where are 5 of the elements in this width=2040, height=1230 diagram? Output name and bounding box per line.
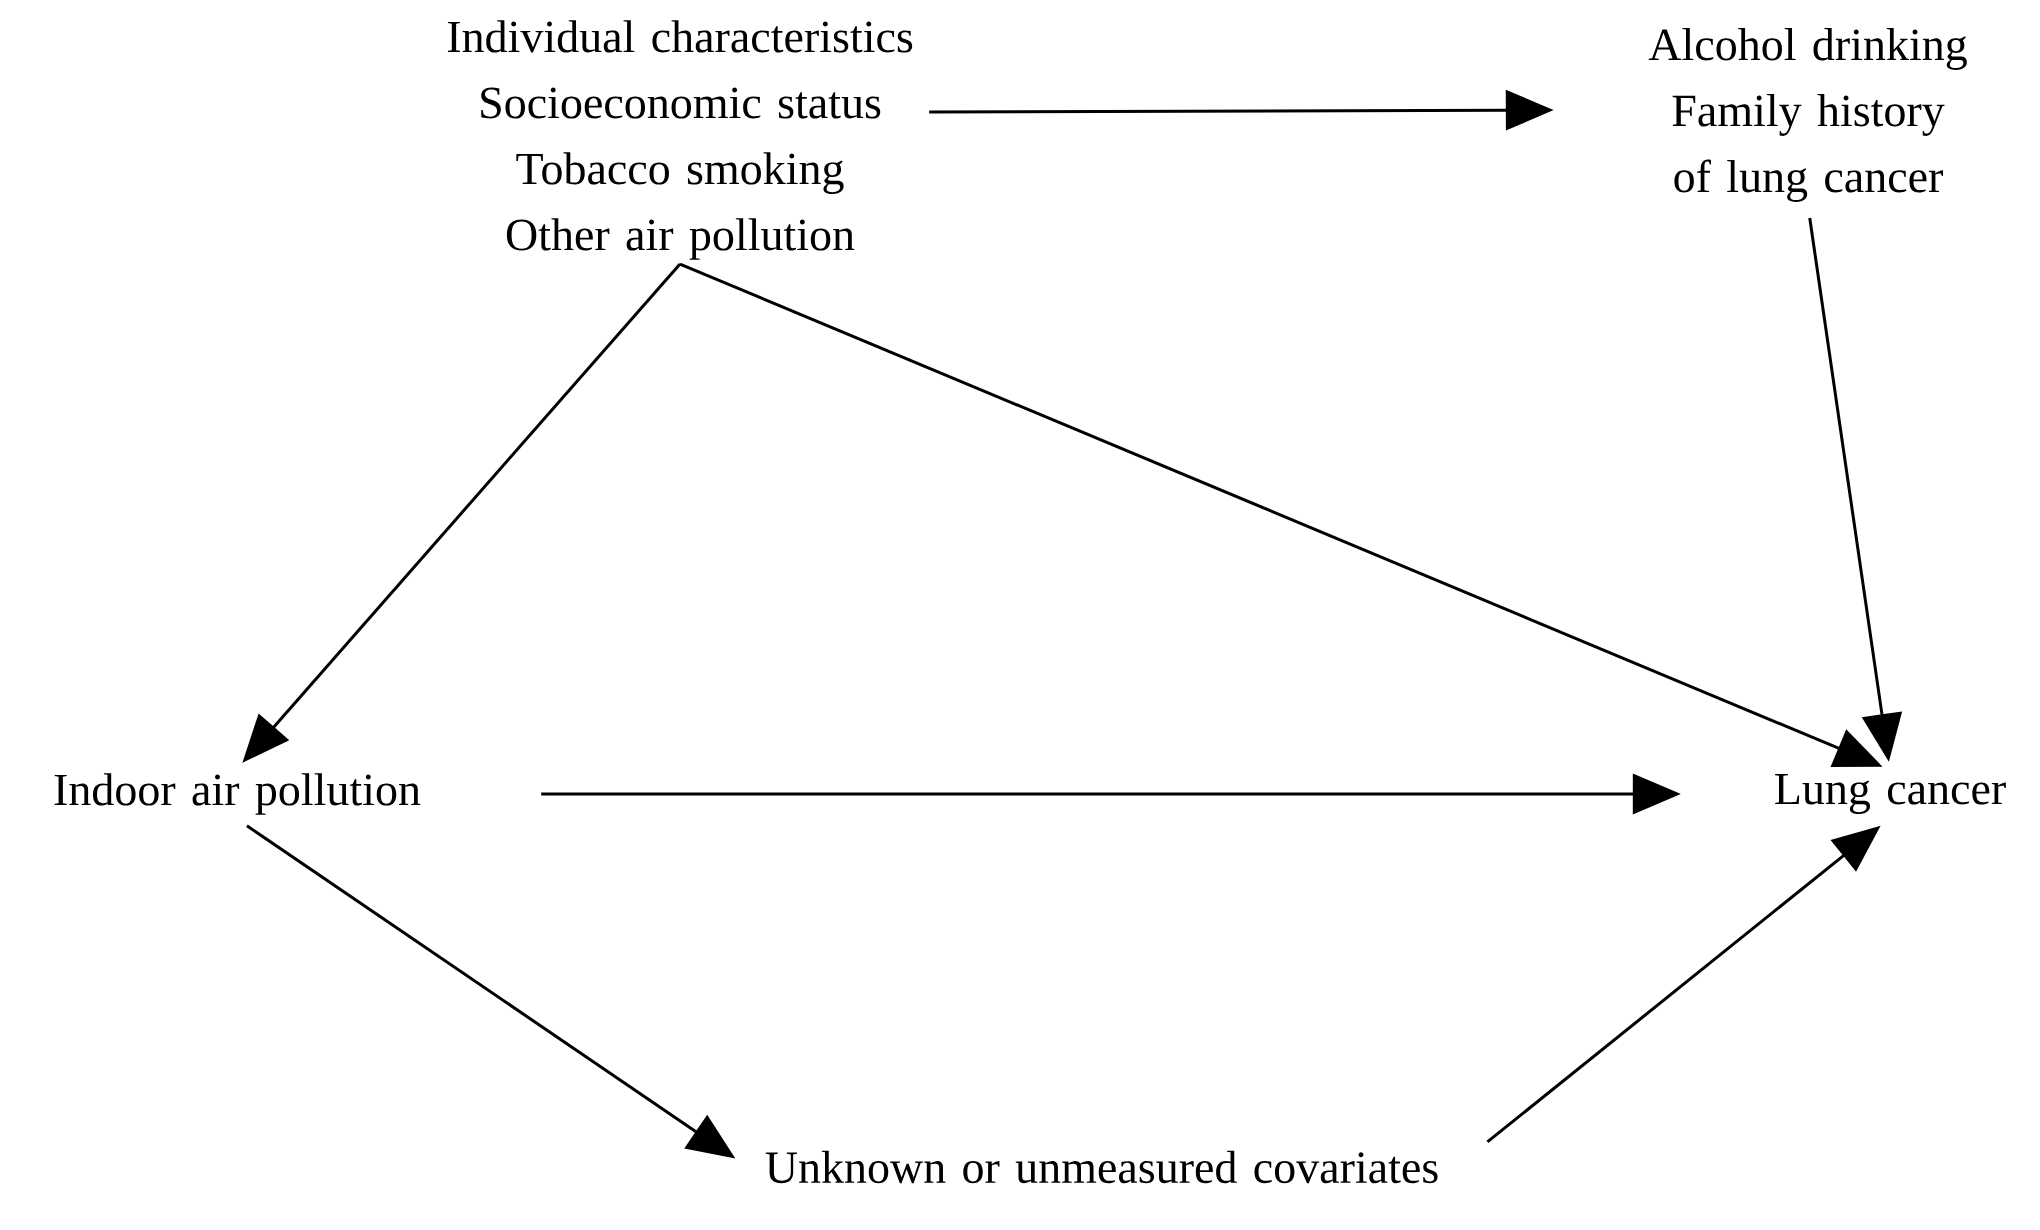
node-label: Lung cancer — [1775, 773, 2006, 814]
node-label: Indoor air pollution — [54, 773, 421, 815]
node-label: Unknown or unmeasured covariates — [765, 1150, 1438, 1184]
node-label: Individual characteristics Socioeconomic status Tobacco smoking Other air pollution — [447, 20, 913, 260]
node-label: Alcohol drinking Family history of lung cancer — [1648, 28, 1967, 202]
